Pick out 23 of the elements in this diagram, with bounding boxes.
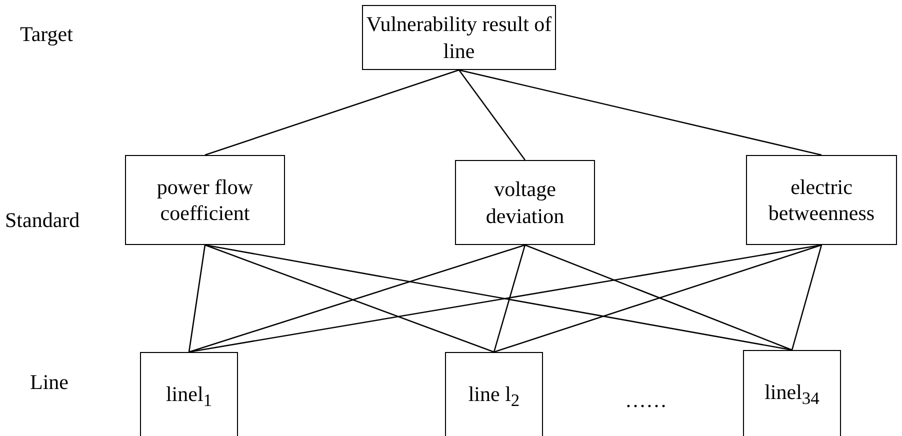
level-label: Line: [30, 370, 68, 395]
target-box: [362, 5, 556, 70]
connector-line: [494, 244, 822, 353]
node-text: power flow coefficient: [156, 174, 254, 226]
connector-line: [458, 69, 822, 156]
level-label: Standard: [5, 208, 80, 233]
node-text: Vulnerability result of line: [365, 11, 553, 64]
node-text: linel$_{1}$: [166, 381, 212, 412]
node-text: voltage deviation: [484, 176, 566, 229]
connector-line: [493, 244, 526, 352]
node-text: linel$_{34}$: [764, 379, 820, 410]
connector-line: [188, 244, 206, 352]
criterion-box: [455, 160, 595, 245]
node-text: electric betweenness: [767, 174, 876, 226]
criterion-box: [125, 155, 285, 245]
connector-line: [791, 244, 822, 350]
connector-line: [458, 70, 526, 160]
node-text: line l$_{2}$: [468, 381, 520, 412]
criterion-box: [746, 155, 897, 245]
connector-line: [524, 244, 792, 351]
level-label: Target: [20, 22, 73, 47]
ellipsis: ……: [625, 388, 667, 413]
connector-line: [204, 69, 460, 156]
